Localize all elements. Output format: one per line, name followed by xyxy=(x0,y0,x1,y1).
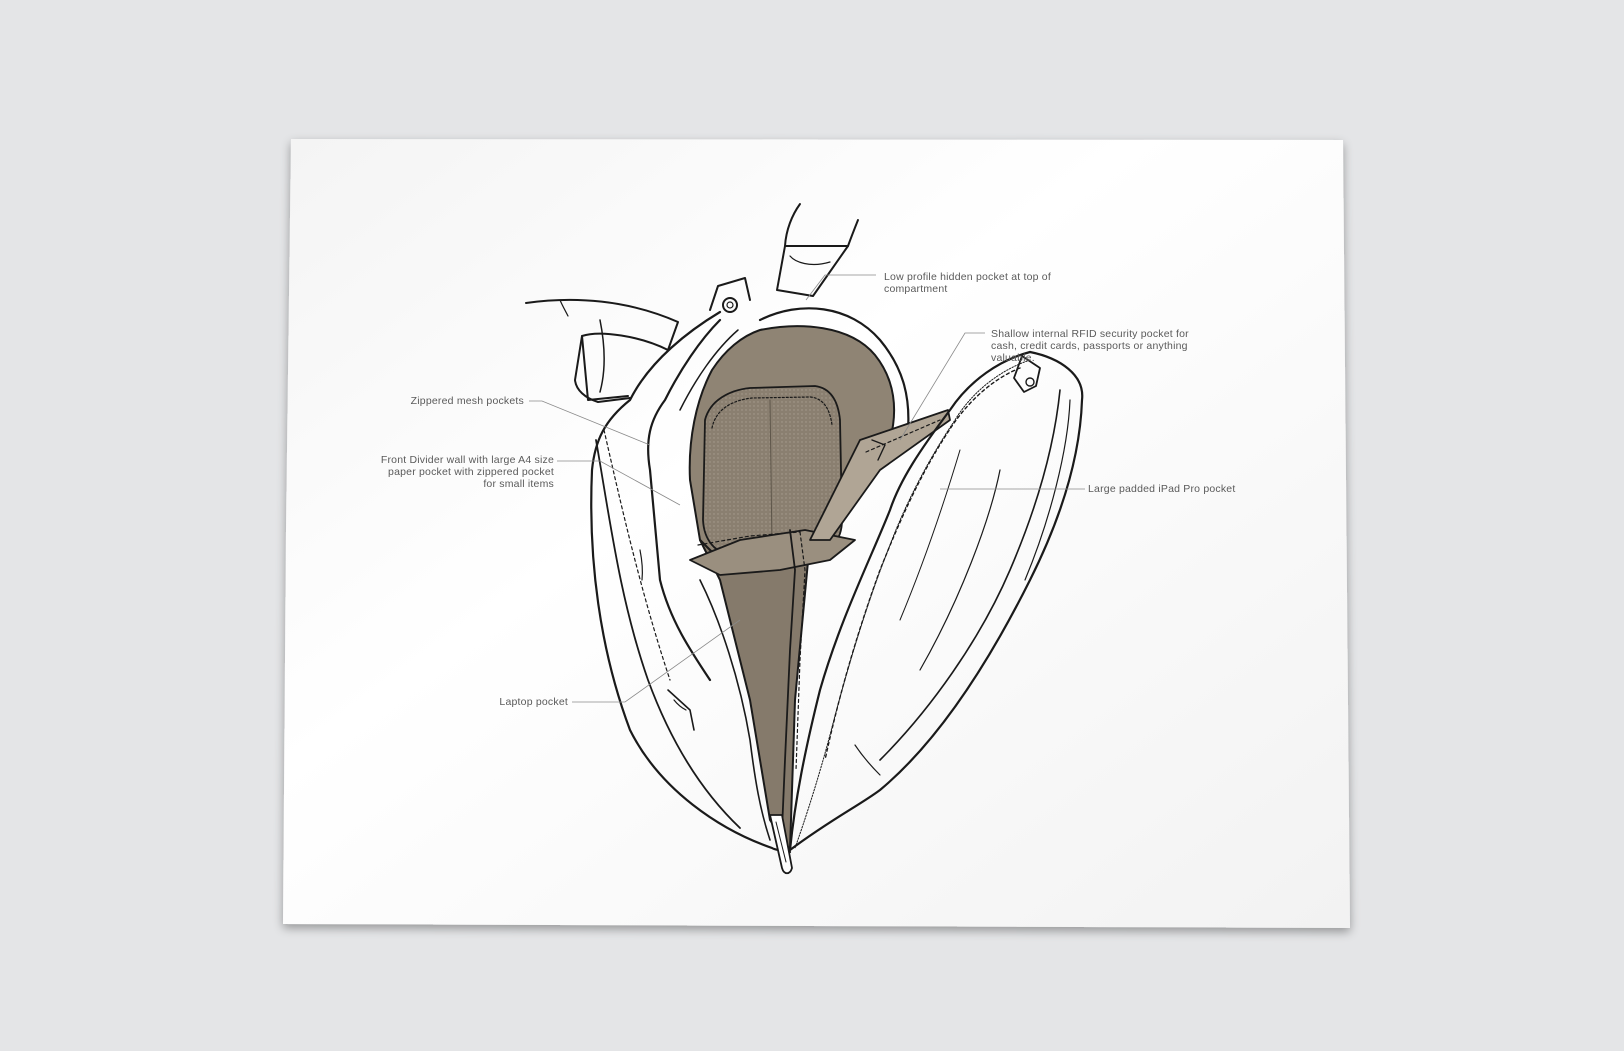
callout-hidden-pocket: Low profile hidden pocket at top of comp… xyxy=(884,271,1051,295)
callout-ipad-pocket: Large padded iPad Pro pocket xyxy=(1088,483,1235,495)
callout-rfid-pocket: Shallow internal RFID security pocket fo… xyxy=(991,328,1189,364)
callout-front-divider: Front Divider wall with large A4 size pa… xyxy=(381,454,554,490)
callout-mesh-pockets: Zippered mesh pockets xyxy=(411,395,524,407)
callout-laptop-pocket: Laptop pocket xyxy=(499,696,568,708)
